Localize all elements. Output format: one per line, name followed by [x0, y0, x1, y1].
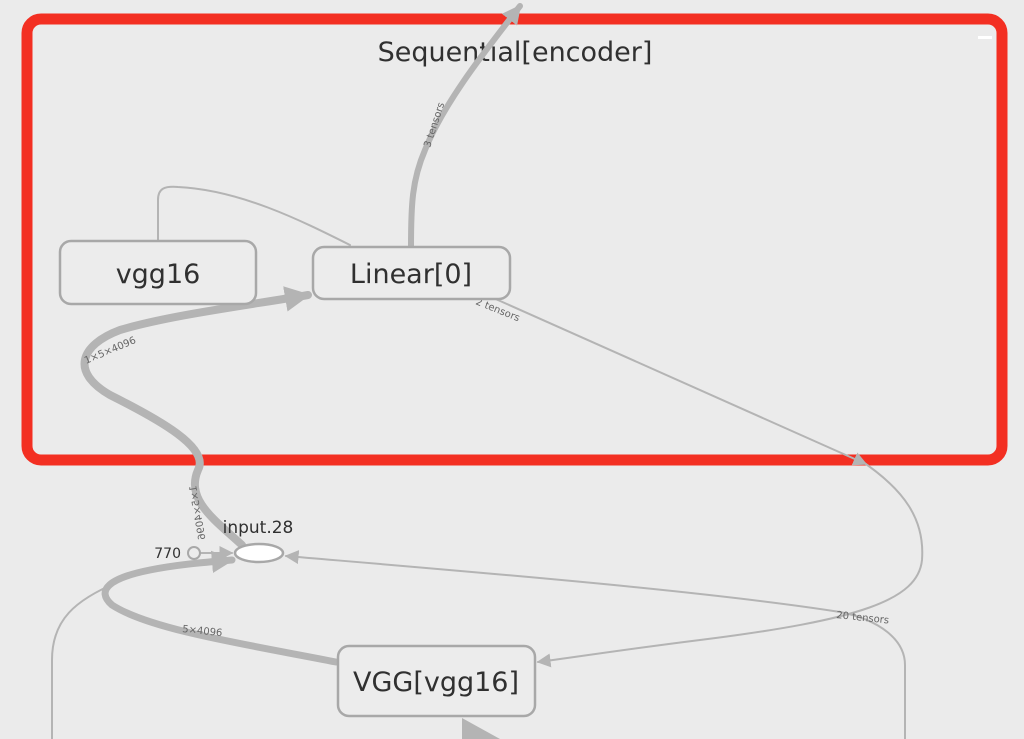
- node-vgg-vgg16[interactable]: VGG[vgg16]: [336, 644, 537, 718]
- node-linear0[interactable]: Linear[0]: [311, 245, 512, 301]
- node-linear0-box: [311, 245, 512, 301]
- edge-label-vgg-to-input: 5×4096: [182, 624, 223, 639]
- collapse-icon[interactable]: [978, 36, 992, 39]
- node-input28-ellipse: [233, 542, 285, 564]
- const-770-circle: [187, 546, 201, 560]
- edge-into-vgg: [462, 718, 500, 739]
- const-770-label: 770: [154, 546, 181, 562]
- edge-input-to-linear: [80, 286, 312, 549]
- edge-linear-to-top: [408, 3, 523, 250]
- node-input28-label: input.28: [223, 518, 294, 538]
- node-vgg-vgg16-label: VGG[vgg16]: [353, 667, 519, 698]
- edge-return-to-input: [284, 550, 906, 739]
- edge-left-loop: [51, 581, 119, 739]
- edge-right-to-vgg: [536, 459, 924, 668]
- node-vgg16-box: [58, 239, 258, 306]
- node-input28[interactable]: input.28: [223, 518, 294, 564]
- edge-linear-to-right: [479, 291, 868, 466]
- node-vgg16[interactable]: vgg16: [58, 239, 258, 306]
- edges: [51, 3, 924, 739]
- node-vgg-vgg16-box: [336, 644, 537, 718]
- sequential-encoder-group[interactable]: Sequential[encoder]: [21, 13, 1008, 466]
- edge-vgg-to-input: [101, 550, 340, 666]
- node-const-770[interactable]: 770: [154, 546, 201, 562]
- edge-label-20-tensors: 20 tensors: [836, 610, 890, 626]
- group-title: Sequential[encoder]: [378, 37, 653, 68]
- node-vgg16-label: vgg16: [116, 259, 201, 290]
- group-border: [21, 13, 1008, 466]
- node-linear0-label: Linear[0]: [350, 259, 472, 290]
- edge-vgg16-to-linear: [157, 185, 351, 246]
